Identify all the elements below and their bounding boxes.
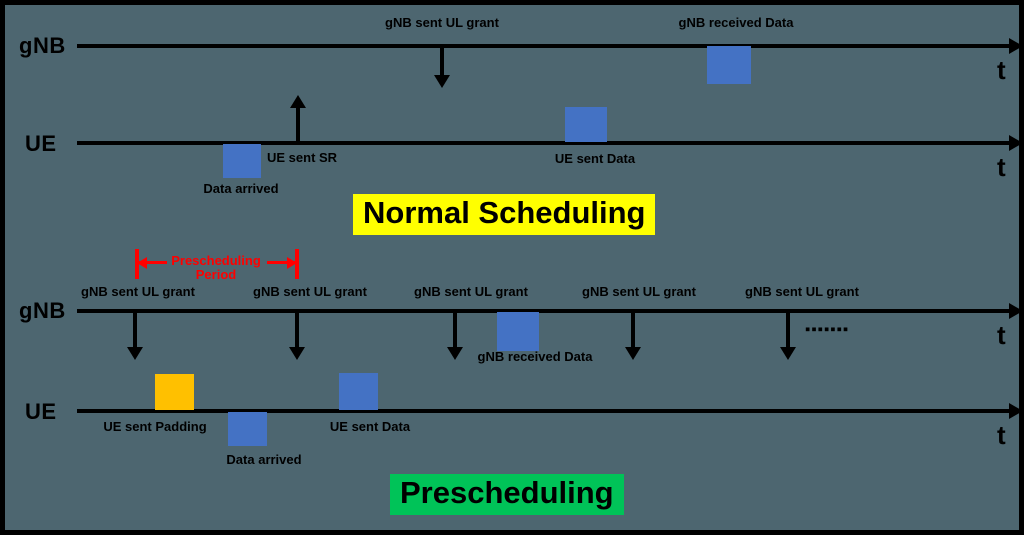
prescheduling-ue-axis [77, 409, 1015, 413]
prescheduling-period-label-line2: Period [195, 266, 237, 282]
normal-ue-node-label: UE [25, 131, 57, 156]
normal-ue-sent-data-label: UE sent Data [554, 151, 636, 166]
normal-gnb-received-data-block [707, 46, 751, 84]
prescheduling-ue-node-label: UE [25, 399, 57, 424]
prescheduling-ue-sent-data-block [339, 373, 378, 410]
normal-gnb-received-data-label: gNB received Data [678, 15, 794, 30]
prescheduling-gnb-grant-2-arrowhead [289, 347, 305, 360]
prescheduling-gnb-received-data-label: gNB received Data [477, 349, 593, 364]
prescheduling-gnb-grant-3-arrow-shaft [453, 311, 457, 351]
prescheduling-ue-sent-padding-block [155, 374, 194, 410]
normal-gnb-sent-ul-grant-arrowhead [434, 75, 450, 88]
prescheduling-gnb-node-label: gNB [19, 298, 66, 323]
prescheduling-ue-data-arrived-block [228, 412, 267, 446]
prescheduling-ue-data-arrived-label: Data arrived [226, 452, 302, 467]
prescheduling-gnb-grant-1-label: gNB sent UL grant [81, 284, 195, 299]
normal-gnb-sent-ul-grant-label: gNB sent UL grant [385, 15, 499, 30]
normal-ue-sent-sr-label: UE sent SR [267, 150, 338, 165]
prescheduling-ue-sent-data-label: UE sent Data [329, 419, 411, 434]
prescheduling-gnb-grant-3-arrowhead [447, 347, 463, 360]
normal-gnb-axis-arrowhead [1009, 38, 1019, 54]
prescheduling-gnb-grant-1-arrowhead [127, 347, 143, 360]
prescheduling-continuation-dots: ▪▪▪▪▪▪▪ [805, 321, 850, 338]
normal-ue-data-arrived-block [223, 144, 261, 178]
normal-gnb-axis [77, 44, 1015, 48]
normal-ue-time-label: t [997, 152, 1006, 182]
prescheduling-ue-axis-arrowhead [1009, 403, 1019, 419]
prescheduling-gnb-grant-3-label: gNB sent UL grant [414, 284, 528, 299]
normal-ue-data-arrived-label: Data arrived [203, 181, 279, 196]
prescheduling-gnb-grant-5-arrowhead [780, 347, 796, 360]
normal-scheduling-banner: Normal Scheduling [353, 194, 656, 235]
normal-ue-axis-arrowhead [1009, 135, 1019, 151]
prescheduling-gnb-grant-2-arrow-shaft [295, 311, 299, 351]
normal-ue-sent-data-block [565, 107, 607, 142]
prescheduling-period-label-line1: Prescheduling [171, 253, 261, 268]
prescheduling-gnb-axis-arrowhead [1009, 303, 1019, 319]
prescheduling-ue-time-label: t [997, 420, 1006, 450]
prescheduling-gnb-grant-5-arrow-shaft [786, 311, 790, 351]
prescheduling-banner: Prescheduling [390, 474, 624, 515]
prescheduling-gnb-axis [77, 309, 1015, 313]
normal-gnb-sent-ul-grant-arrow-shaft [440, 46, 444, 79]
prescheduling-gnb-time-label: t [997, 320, 1006, 350]
prescheduling-gnb-grant-2-label: gNB sent UL grant [253, 284, 367, 299]
prescheduling-gnb-grant-4-arrowhead [625, 347, 641, 360]
prescheduling-gnb-received-data-block [497, 312, 539, 351]
normal-ue-sent-sr-arrowhead [290, 95, 306, 108]
prescheduling-gnb-grant-4-label: gNB sent UL grant [582, 284, 696, 299]
normal-gnb-time-label: t [997, 55, 1006, 85]
normal-gnb-node-label: gNB [19, 33, 66, 58]
prescheduling-gnb-grant-4-arrow-shaft [631, 311, 635, 351]
normal-ue-sent-sr-arrow-shaft [296, 103, 300, 141]
prescheduling-gnb-grant-5-label: gNB sent UL grant [745, 284, 859, 299]
prescheduling-gnb-grant-1-arrow-shaft [133, 311, 137, 351]
prescheduling-ue-sent-padding-label: UE sent Padding [103, 419, 207, 434]
normal-ue-axis [77, 141, 1015, 145]
